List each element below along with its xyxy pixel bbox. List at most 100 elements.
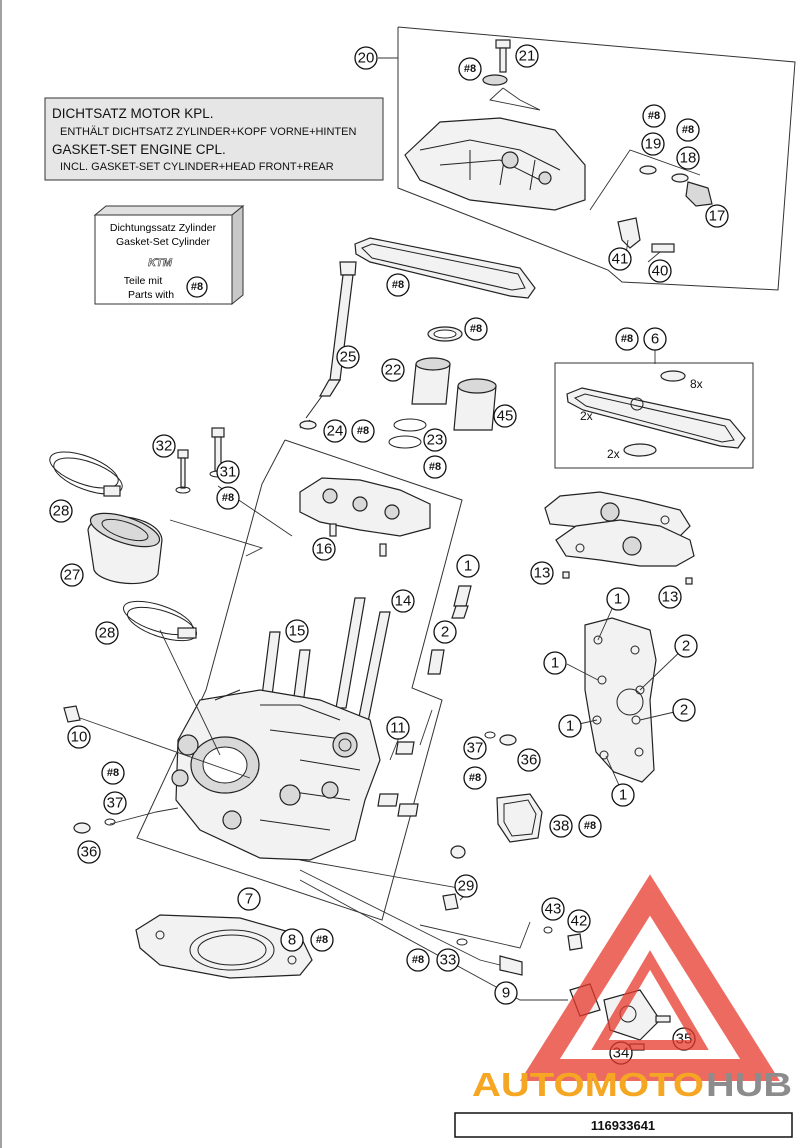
svg-text:29: 29: [458, 878, 475, 895]
svg-text:1: 1: [566, 718, 574, 735]
svg-text:15: 15: [289, 623, 306, 640]
gasket-box-line-4: Parts with: [128, 289, 174, 301]
callout-2b: 2: [674, 634, 698, 658]
head-gasket: [135, 914, 313, 979]
callout-29: 29: [454, 874, 478, 898]
callout-13a: 13: [530, 561, 554, 585]
svg-text:14: 14: [395, 593, 412, 610]
svg-text:7: 7: [245, 891, 253, 908]
breather-parts: [589, 149, 713, 253]
callout-18: 18: [676, 146, 700, 170]
svg-text:25: 25: [340, 349, 357, 366]
svg-text:41: 41: [612, 251, 629, 268]
drawing-number-box: 116933641: [454, 1112, 793, 1138]
svg-text:#8: #8: [316, 934, 328, 946]
svg-text:#8: #8: [191, 281, 203, 293]
svg-text:#8: #8: [470, 323, 482, 335]
callout-38: 38: [549, 814, 573, 838]
svg-text:#8: #8: [648, 110, 660, 122]
callout-45: 45: [493, 404, 517, 428]
callout-1a: 1: [456, 554, 480, 578]
callout-1b: 1: [606, 587, 630, 611]
kit-notice-line-1: DICHTSATZ MOTOR KPL.: [52, 106, 214, 121]
svg-text:1: 1: [619, 787, 627, 804]
svg-text:1: 1: [464, 558, 472, 575]
callout-8c: #8: [676, 118, 700, 142]
svg-text:6: 6: [651, 331, 659, 348]
svg-text:#8: #8: [107, 767, 119, 779]
callout-21: 21: [515, 44, 539, 68]
kit-notice: DICHTSATZ MOTOR KPL. ENTHÄLT DICHTSATZ Z…: [44, 97, 384, 181]
svg-text:13: 13: [534, 565, 551, 582]
svg-text:2: 2: [680, 702, 688, 719]
cam-bushings: [388, 326, 497, 449]
svg-text:21: 21: [519, 48, 536, 65]
callout-1e: 1: [611, 783, 635, 807]
watermark-text: AUTOMOTO HUB: [472, 1066, 792, 1103]
callout-20: 20: [354, 46, 378, 70]
svg-text:20: 20: [358, 50, 375, 67]
callout-8i: #8: [216, 486, 240, 510]
callout-32: 32: [152, 434, 176, 458]
callout-8f: #8: [351, 419, 375, 443]
svg-text:28: 28: [99, 625, 116, 642]
ktm-logo: KTM: [148, 257, 173, 269]
svg-text:23: 23: [427, 432, 444, 449]
gasket-box-line-2: Gasket-Set Cylinder: [116, 236, 210, 248]
gasket-box-line-1: Dichtungssatz Zylinder: [110, 222, 217, 234]
callout-36b: 36: [77, 840, 101, 864]
cover-gasket-set: [566, 370, 746, 457]
svg-text:#8: #8: [222, 492, 234, 504]
svg-text:16: 16: [316, 541, 333, 558]
svg-text:#8: #8: [621, 333, 633, 345]
svg-text:40: 40: [652, 263, 669, 280]
watermark-automoto: AUTOMOTO: [472, 1066, 704, 1103]
gasket-box-badge: #8: [186, 276, 208, 298]
callout-9: 9: [494, 981, 518, 1005]
gasket-set-box: Dichtungssatz Zylinder Gasket-Set Cylind…: [93, 204, 245, 306]
callout-10: 10: [67, 725, 91, 749]
callout-8k: #8: [463, 766, 487, 790]
callout-15: 15: [285, 619, 309, 643]
drawing-number: 116933641: [591, 1118, 655, 1133]
callout-41: 41: [608, 247, 632, 271]
cylinder-base-gasket: [584, 617, 657, 783]
callout-27: 27: [60, 563, 84, 587]
gasket-box-line-3: Teile mit: [124, 275, 163, 287]
callout-19: 19: [641, 132, 665, 156]
callout-8a: #8: [458, 57, 482, 81]
callout-36a: 36: [517, 748, 541, 772]
svg-text:37: 37: [467, 740, 484, 757]
qty-2x-a: 2x: [580, 409, 593, 423]
svg-text:10: 10: [71, 729, 88, 746]
svg-text:1: 1: [551, 655, 559, 672]
callout-8e: #8: [464, 317, 488, 341]
callout-33: 33: [436, 948, 460, 972]
kit-notice-line-3: GASKET-SET ENGINE CPL.: [52, 142, 226, 157]
rocker-arm-block: [299, 477, 431, 557]
svg-text:38: 38: [553, 818, 570, 835]
valve-cover-gasket: [354, 237, 536, 299]
intake-boot: [49, 451, 197, 642]
callout-8n: #8: [406, 948, 430, 972]
svg-text:1: 1: [614, 591, 622, 608]
spark-plug-tube: [299, 261, 357, 430]
qty-8x: 8x: [690, 377, 703, 391]
watermark-logo: [520, 874, 780, 1081]
kit-notice-line-4: INCL. GASKET-SET CYLINDER+HEAD FRONT+REA…: [60, 161, 334, 173]
callout-7: 7: [237, 887, 261, 911]
callout-22: 22: [381, 358, 405, 382]
callout-31: 31: [216, 460, 240, 484]
svg-text:22: 22: [385, 362, 402, 379]
callout-8b: #8: [642, 104, 666, 128]
valve-cover-bolt: [482, 39, 511, 86]
callout-43: 43: [541, 897, 565, 921]
svg-text:2: 2: [682, 638, 690, 655]
callout-14: 14: [391, 589, 415, 613]
rocker-frames: [544, 491, 695, 585]
svg-text:36: 36: [521, 752, 538, 769]
callout-2c: 2: [672, 698, 696, 722]
callout-1d: 1: [558, 714, 582, 738]
svg-text:28: 28: [53, 503, 70, 520]
svg-text:24: 24: [327, 423, 344, 440]
